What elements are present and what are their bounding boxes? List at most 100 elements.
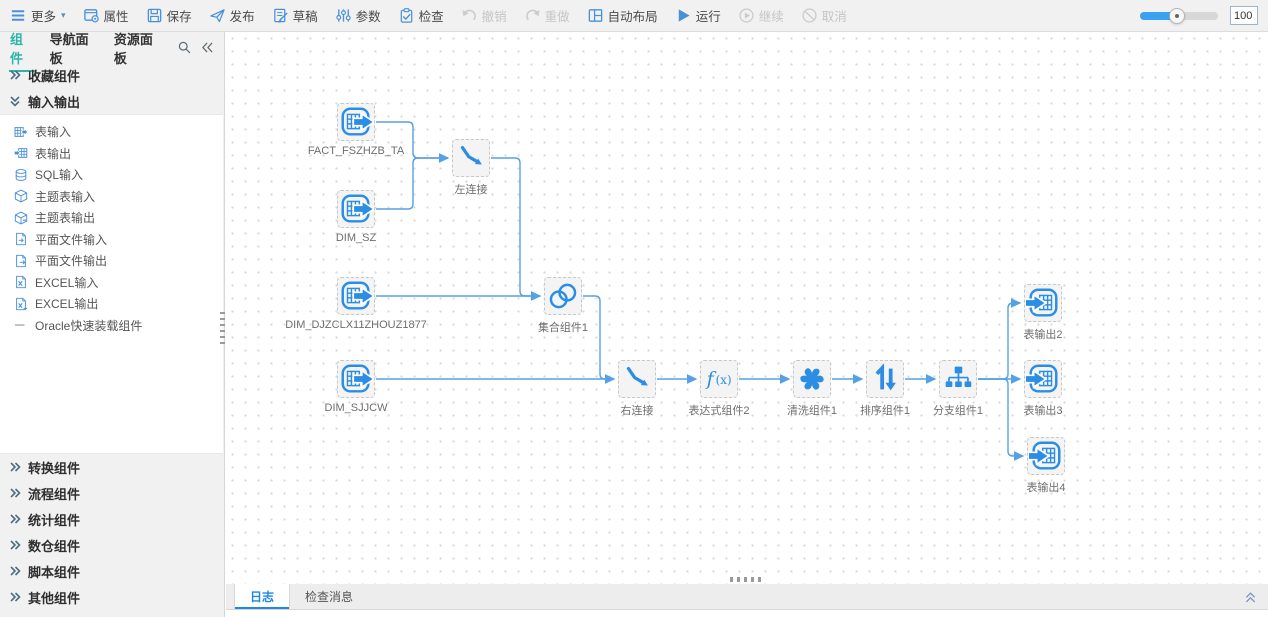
- sidebar-section-flow[interactable]: 流程组件: [0, 480, 224, 506]
- check-icon: [398, 7, 415, 24]
- sidebar-item[interactable]: 表输入: [0, 121, 223, 143]
- sidebar-item-label: 平面文件输出: [35, 254, 108, 269]
- toolbar-button-label: 撤销: [481, 10, 507, 24]
- zoom-slider[interactable]: [1140, 7, 1218, 24]
- node-tout3[interactable]: [1024, 360, 1062, 398]
- sidebar-item-label: 主题表输入: [35, 189, 96, 204]
- bottom-panel: 日志检查消息: [226, 584, 1268, 617]
- node-expr2[interactable]: [700, 360, 738, 398]
- sidebar-item-label: 表输入: [35, 125, 72, 140]
- toolbar-button-more[interactable]: 更多▾: [10, 6, 66, 25]
- sidebar-item[interactable]: EXCEL输入: [0, 272, 223, 294]
- toolbar-button-draft[interactable]: 草稿: [272, 6, 318, 25]
- chevron-double-icon: [9, 461, 21, 473]
- bottom-tab-check-messages[interactable]: 检查消息: [305, 590, 354, 604]
- excel-input-icon: [14, 275, 28, 289]
- sidebar-section-transform[interactable]: 转换组件: [0, 454, 224, 480]
- continue-icon: [738, 7, 755, 24]
- toolbar-button-properties[interactable]: 属性: [83, 6, 129, 25]
- sidebar-item-label: EXCEL输入: [35, 275, 99, 290]
- zoom-value-input[interactable]: [1230, 6, 1258, 25]
- node-tout2[interactable]: [1024, 284, 1062, 322]
- sidebar-section-other[interactable]: 其他组件: [0, 584, 224, 610]
- collapse-sidebar-icon[interactable]: [200, 40, 215, 55]
- sidebar-resize-handle[interactable]: [220, 312, 225, 344]
- node-sort1[interactable]: [866, 360, 904, 398]
- sidebar-item[interactable]: Oracle快速装载组件: [0, 315, 223, 337]
- sidebar-section-label: 统计组件: [28, 512, 81, 528]
- flat-file-input-icon: [14, 232, 28, 246]
- save-icon: [146, 7, 163, 24]
- node-dim_sjjcw[interactable]: [337, 360, 375, 398]
- node-dim_sz[interactable]: [337, 190, 375, 228]
- sidebar-item[interactable]: 平面文件输入: [0, 229, 223, 251]
- sql-input-icon: [14, 168, 28, 182]
- toolbar-button-label: 属性: [103, 10, 129, 24]
- node-label: DIM_SJJCW: [324, 402, 388, 414]
- edge-dim_sz-to-left_join: [376, 157, 448, 210]
- chevron-double-icon: [9, 513, 21, 525]
- sidebar-tab-nav-panel[interactable]: 导航面板: [49, 31, 89, 66]
- node-branch1[interactable]: [939, 360, 977, 398]
- panel-resize-handle[interactable]: [730, 577, 764, 582]
- chevron-up-double-icon: [1243, 589, 1258, 604]
- toolbar-button-continue: 继续: [738, 6, 784, 25]
- sidebar-item[interactable]: 主题表输入: [0, 186, 223, 208]
- toolbar-button-cancel: 取消: [801, 6, 847, 25]
- node-right_join[interactable]: [618, 360, 656, 398]
- node-fact[interactable]: [337, 103, 375, 141]
- edge-branch1-to-tout2: [978, 298, 1022, 380]
- sidebar-tab-res-panel[interactable]: 资源面板: [113, 31, 153, 66]
- toolbar-button-auto-layout[interactable]: 自动布局: [587, 6, 658, 25]
- bottom-tab-log[interactable]: 日志: [234, 584, 291, 609]
- table-input-icon: [338, 278, 374, 314]
- sidebar-item[interactable]: 主题表输出: [0, 207, 223, 229]
- toolbar-button-save[interactable]: 保存: [146, 6, 192, 25]
- node-clean1[interactable]: [793, 360, 831, 398]
- toolbar-button-label: 发布: [229, 10, 255, 24]
- collapse-panel-button[interactable]: [1243, 589, 1258, 609]
- sidebar-section-label: 输入输出: [28, 94, 81, 110]
- node-label: 表输出4: [1026, 482, 1066, 494]
- table-input-icon: [338, 104, 374, 140]
- toolbar-button-publish[interactable]: 发布: [209, 6, 255, 25]
- sidebar-item[interactable]: EXCEL输出: [0, 293, 223, 315]
- toolbar-button-check[interactable]: 检查: [398, 6, 444, 25]
- subject-table-input-icon: [14, 189, 28, 203]
- sidebar-tab-components[interactable]: 组件: [9, 23, 36, 72]
- sidebar-section-label: 其他组件: [28, 590, 81, 606]
- toolbar-zoom-controls: [1140, 6, 1258, 25]
- table-output-icon: [1025, 285, 1061, 321]
- search-icon[interactable]: [177, 40, 192, 55]
- sidebar-item[interactable]: 表输出: [0, 143, 223, 165]
- sidebar-section-favorites[interactable]: 收藏组件: [0, 62, 224, 88]
- set-icon: [545, 278, 581, 314]
- sidebar-item[interactable]: SQL输入: [0, 164, 223, 186]
- caret-down-icon: ▾: [61, 10, 66, 20]
- fx-icon: [701, 361, 737, 397]
- subject-table-output-icon: [14, 211, 28, 225]
- node-set1[interactable]: [544, 277, 582, 315]
- node-dim_dj[interactable]: [337, 277, 375, 315]
- undo-icon: [461, 7, 478, 24]
- toolbar-button-label: 草稿: [292, 10, 318, 24]
- toolbar-button-run[interactable]: 运行: [675, 6, 721, 25]
- sidebar-section-warehouse[interactable]: 数仓组件: [0, 532, 224, 558]
- node-left_join[interactable]: [452, 139, 490, 177]
- sidebar-section-label: 数仓组件: [28, 538, 81, 554]
- sidebar-section-statistics[interactable]: 统计组件: [0, 506, 224, 532]
- toolbar: 更多▾属性保存发布草稿参数检查撤销重做自动布局运行继续取消: [0, 0, 1268, 32]
- sidebar-item[interactable]: 平面文件输出: [0, 250, 223, 272]
- toolbar-button-params[interactable]: 参数: [335, 6, 381, 25]
- flat-file-output-icon: [14, 254, 28, 268]
- excel-output-icon: [14, 297, 28, 311]
- chevron-double-icon: [9, 487, 21, 499]
- sidebar-section-input-output[interactable]: 输入输出: [0, 88, 224, 114]
- table-output-icon: [1025, 361, 1061, 397]
- node-tout4[interactable]: [1027, 437, 1065, 475]
- node-label: 右连接: [620, 405, 654, 417]
- sidebar-section-script[interactable]: 脚本组件: [0, 558, 224, 584]
- node-label: 表输出2: [1023, 329, 1063, 341]
- zoom-slider-knob[interactable]: [1169, 7, 1186, 24]
